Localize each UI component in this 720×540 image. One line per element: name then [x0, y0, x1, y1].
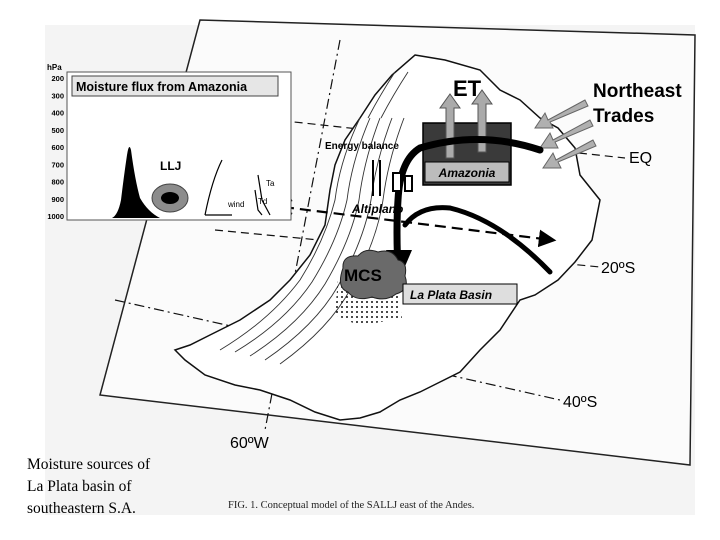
- pressure-tick-label: 900: [51, 195, 64, 204]
- ta-label: Ta: [266, 179, 275, 188]
- amazonia-label-box: [424, 161, 510, 183]
- pressure-tick-label: 300: [51, 91, 64, 100]
- side-caption-line2: La Plata basin of: [27, 478, 132, 495]
- pressure-tick-label: 500: [51, 126, 64, 135]
- cross-section-arrow: [282, 205, 557, 248]
- pressure-tick-label: 800: [51, 178, 64, 187]
- lat-20s-label: 20ºS: [601, 260, 635, 277]
- trade-wind-arrows: [534, 99, 597, 169]
- northeast-trades-label-line1: Northeast: [593, 81, 682, 102]
- et-label: ET: [453, 76, 482, 101]
- lon-60w-label: 60ºW: [230, 435, 270, 452]
- td-profile: [254, 189, 263, 216]
- inset-title: Moisture flux from Amazonia: [76, 80, 248, 94]
- energy-balance-label: Energy balance: [325, 141, 399, 152]
- low-level-jet-arrow: [393, 136, 544, 274]
- moisture-flux-profile: [112, 146, 160, 218]
- inset-axis-unit: hPa: [47, 63, 62, 72]
- llj-label: LLJ: [160, 159, 181, 173]
- llj-symbol-inner: [161, 192, 179, 204]
- pressure-tick-label: 700: [51, 160, 64, 169]
- pressure-tick-label: 400: [51, 109, 64, 118]
- td-label: Td: [258, 197, 267, 206]
- secondary-flow-arrow: [402, 205, 553, 275]
- wind-profile: [204, 159, 232, 216]
- lat-40s-label: 40ºS: [563, 394, 597, 411]
- et-arrows: [439, 89, 493, 159]
- amazonia-label: Amazonia: [438, 166, 496, 180]
- pressure-tick-label: 1000: [47, 212, 64, 221]
- mcs-label: MCS: [344, 266, 382, 285]
- altiplano-label: Altiplano: [351, 202, 403, 216]
- inset-title-box: [71, 75, 279, 97]
- ta-profile: [257, 174, 271, 216]
- side-caption-line3: southeastern S.A.: [27, 500, 136, 517]
- la-plata-label-box: [402, 283, 518, 305]
- andes-relief: [219, 71, 409, 365]
- eq-label: EQ: [629, 150, 652, 167]
- side-caption-line1: Moisture sources of: [27, 456, 151, 473]
- moisture-flux-inset: Moisture flux from Amazonia hPa 200 300 40…: [47, 63, 292, 221]
- energy-balance-symbols: [372, 160, 413, 196]
- figure-caption: FIG. 1. Conceptual model of the SALLJ ea…: [228, 500, 475, 511]
- pressure-tick-label: 200: [51, 74, 64, 83]
- pressure-axis: 200 300 400 500 600 700 800 900 1000: [47, 74, 64, 221]
- wind-label: wind: [227, 200, 244, 209]
- northeast-trades-label-line2: Trades: [593, 106, 654, 127]
- mcs-cloud: [339, 249, 407, 300]
- la-plata-basin-label: La Plata Basin: [410, 288, 492, 302]
- side-caption: Moisture sources of La Plata basin of so…: [27, 454, 227, 520]
- pressure-tick-label: 600: [51, 143, 64, 152]
- lon-60w-line: [264, 39, 341, 431]
